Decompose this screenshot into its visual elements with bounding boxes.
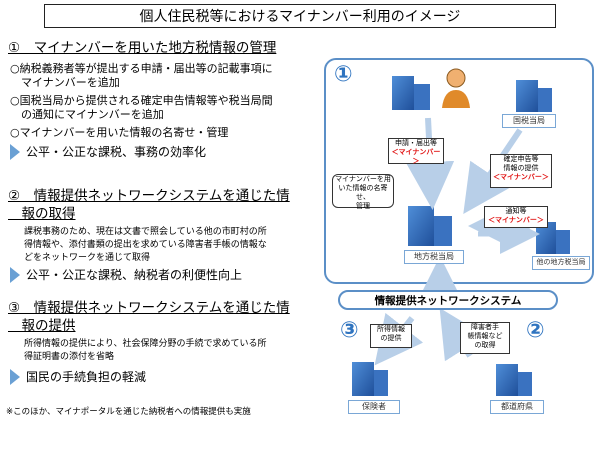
building-icon [352,362,388,396]
section-3-result: 国民の手続負担の軽減 [10,368,146,385]
section-2-heading-line1: ② 情報提供ネットワークシステムを通じた情 [8,188,290,204]
building-icon [536,222,570,254]
other-local-tax-label: 他の地方税当局 [532,256,590,270]
note-application-red: ＜マイナンバー＞ [391,148,441,165]
section-1-item: ○マイナンバーを用いた情報の名寄せ・管理 [10,126,229,139]
note-confirm-red: ＜マイナンバー＞ [493,173,549,181]
building-icon [408,206,452,246]
section-1-item: マイナンバーを追加 [10,76,120,89]
badge-1: ① [334,62,353,87]
right-triangle-icon [10,143,20,160]
note-notice-red: ＜マイナンバー＞ [488,216,544,224]
person-icon [442,68,470,108]
page-title: 個人住民税等におけるマイナンバー利用のイメージ [44,4,556,28]
note-application-text: 申請・届出等 [395,139,437,147]
section-2-heading-line2: 報の取得 [8,206,76,222]
section-3-heading-line2: 報の提供 [8,318,76,334]
badge-3: ③ [340,318,359,343]
section-1-result-text: 公平・公正な課税、事務の効率化 [26,145,207,159]
note-notice-text: 通知等 [505,207,527,215]
building-icon [516,80,552,112]
section-2-result-text: 公平・公正な課税、納税者の利便性向上 [26,268,243,282]
section-2-item: 課税事務のため、現在は文書で照会している他の市町村の所 [24,227,267,237]
note-manage: マイナンバーを用 いた情報の名寄せ、 管理 [332,174,394,210]
right-triangle-icon [10,266,20,283]
right-triangle-icon [10,368,20,385]
network-system-bar: 情報提供ネットワークシステム [338,290,558,310]
section-1-heading: ① マイナンバーを用いた地方税情報の管理 [8,40,277,56]
section-2-result: 公平・公正な課税、納税者の利便性向上 [10,266,242,283]
insurer-label: 保険者 [348,400,400,414]
section-2-item: どをネットワークを通じて取得 [24,253,151,263]
note-confirm-text: 確定申告等 情報の提供 [503,155,539,172]
local-tax-label: 地方税当局 [404,250,464,264]
section-2-item: 得情報や、添付書類の提出を求めている障害者手帳の情報な [24,240,267,250]
footnote: ※このほか、マイナポータルを通じた納税者への情報提供も実施 [6,407,251,417]
prefecture-label: 都道府県 [490,400,544,414]
note-confirm: 確定申告等 情報の提供 ＜マイナンバー＞ [490,154,552,188]
note-disability: 障害者手 帳情報など の取得 [460,322,510,354]
section-1-item: ○納税義務者等が提出する申請・届出等の記載事項に [10,62,273,75]
section-1-item: の通知にマイナンバーを追加 [10,108,164,121]
section-3-item: 得証明書の添付を省略 [24,352,115,362]
note-application: 申請・届出等 ＜マイナンバー＞ [388,138,444,165]
section-1-result: 公平・公正な課税、事務の効率化 [10,143,206,160]
building-icon [392,76,430,110]
section-3-heading-line1: ③ 情報提供ネットワークシステムを通じた情 [8,300,290,316]
section-3-item: 所得情報の提供により、社会保障分野の手続で求めている所 [24,339,267,349]
building-icon [496,364,532,396]
badge-2: ② [526,318,545,343]
note-income: 所得情報 の提供 [370,324,412,348]
national-tax-label: 国税当局 [502,114,556,128]
section-1-item: ○国税当局から提供される確定申告情報等や税当局間 [10,94,273,107]
section-3-result-text: 国民の手続負担の軽減 [26,370,147,384]
note-notice: 通知等 ＜マイナンバー＞ [484,206,548,228]
